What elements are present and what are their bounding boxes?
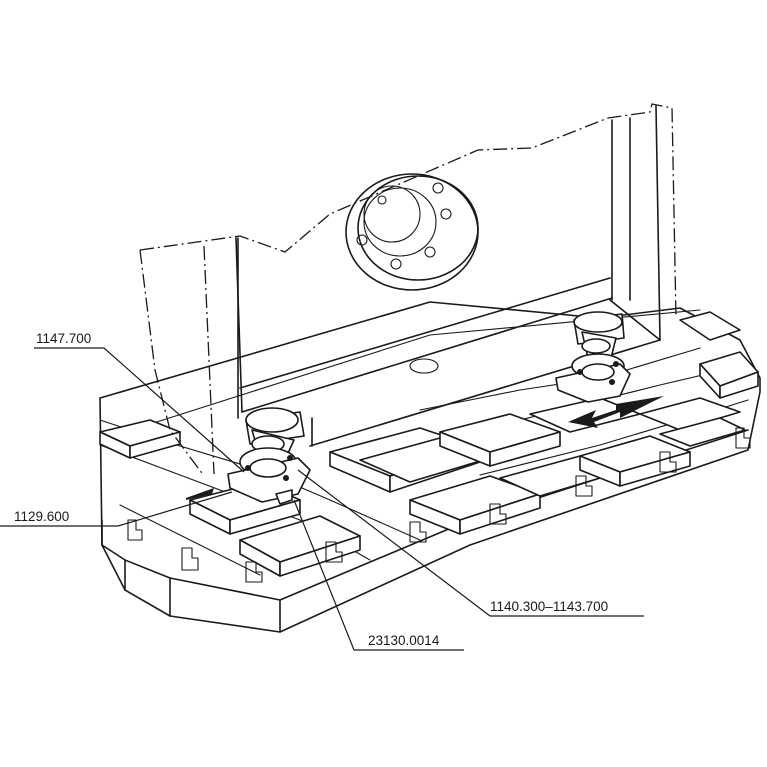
flange-bore [345, 173, 479, 291]
table-blocks [99, 311, 759, 577]
callout-1129-600: 1129.600 [14, 509, 69, 524]
t-slot-notches [127, 427, 751, 583]
callout-23130-0014: 23130.0014 [368, 633, 440, 648]
callout-1147-700: 1147.700 [36, 331, 91, 346]
leader-lines [0, 347, 644, 651]
callout-1140-300-1143-700: 1140.300–1143.700 [490, 599, 608, 614]
left-rail-arrow [186, 488, 214, 500]
right-clamp [555, 311, 664, 428]
left-clamp [227, 407, 311, 505]
